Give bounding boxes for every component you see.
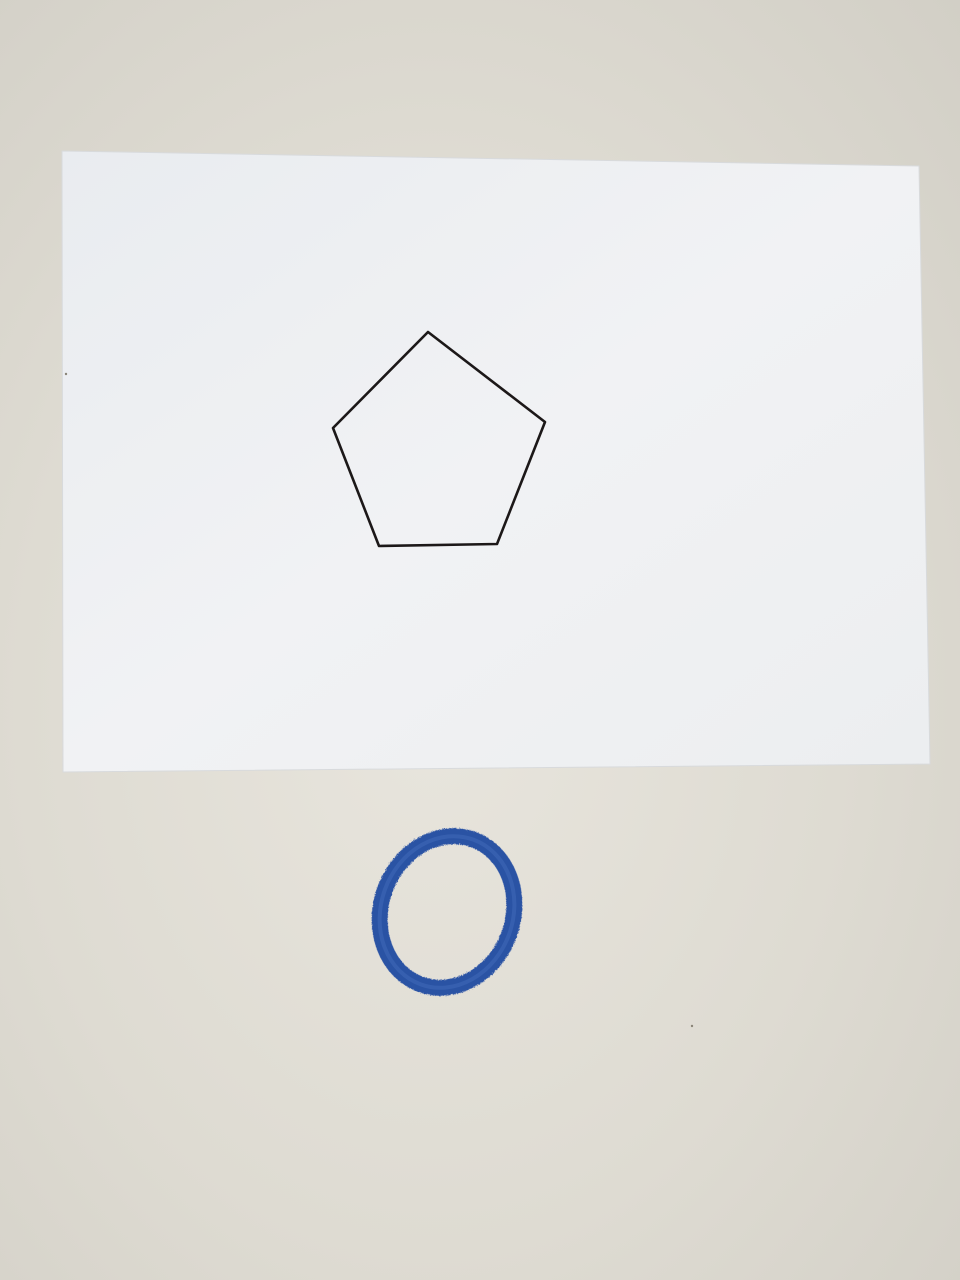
sheet-of-paper	[61, 150, 931, 773]
speck	[690, 1024, 694, 1028]
speck	[64, 372, 68, 376]
hand-drawn-pentagon	[331, 330, 547, 548]
blue-hair-tie	[371, 828, 523, 996]
